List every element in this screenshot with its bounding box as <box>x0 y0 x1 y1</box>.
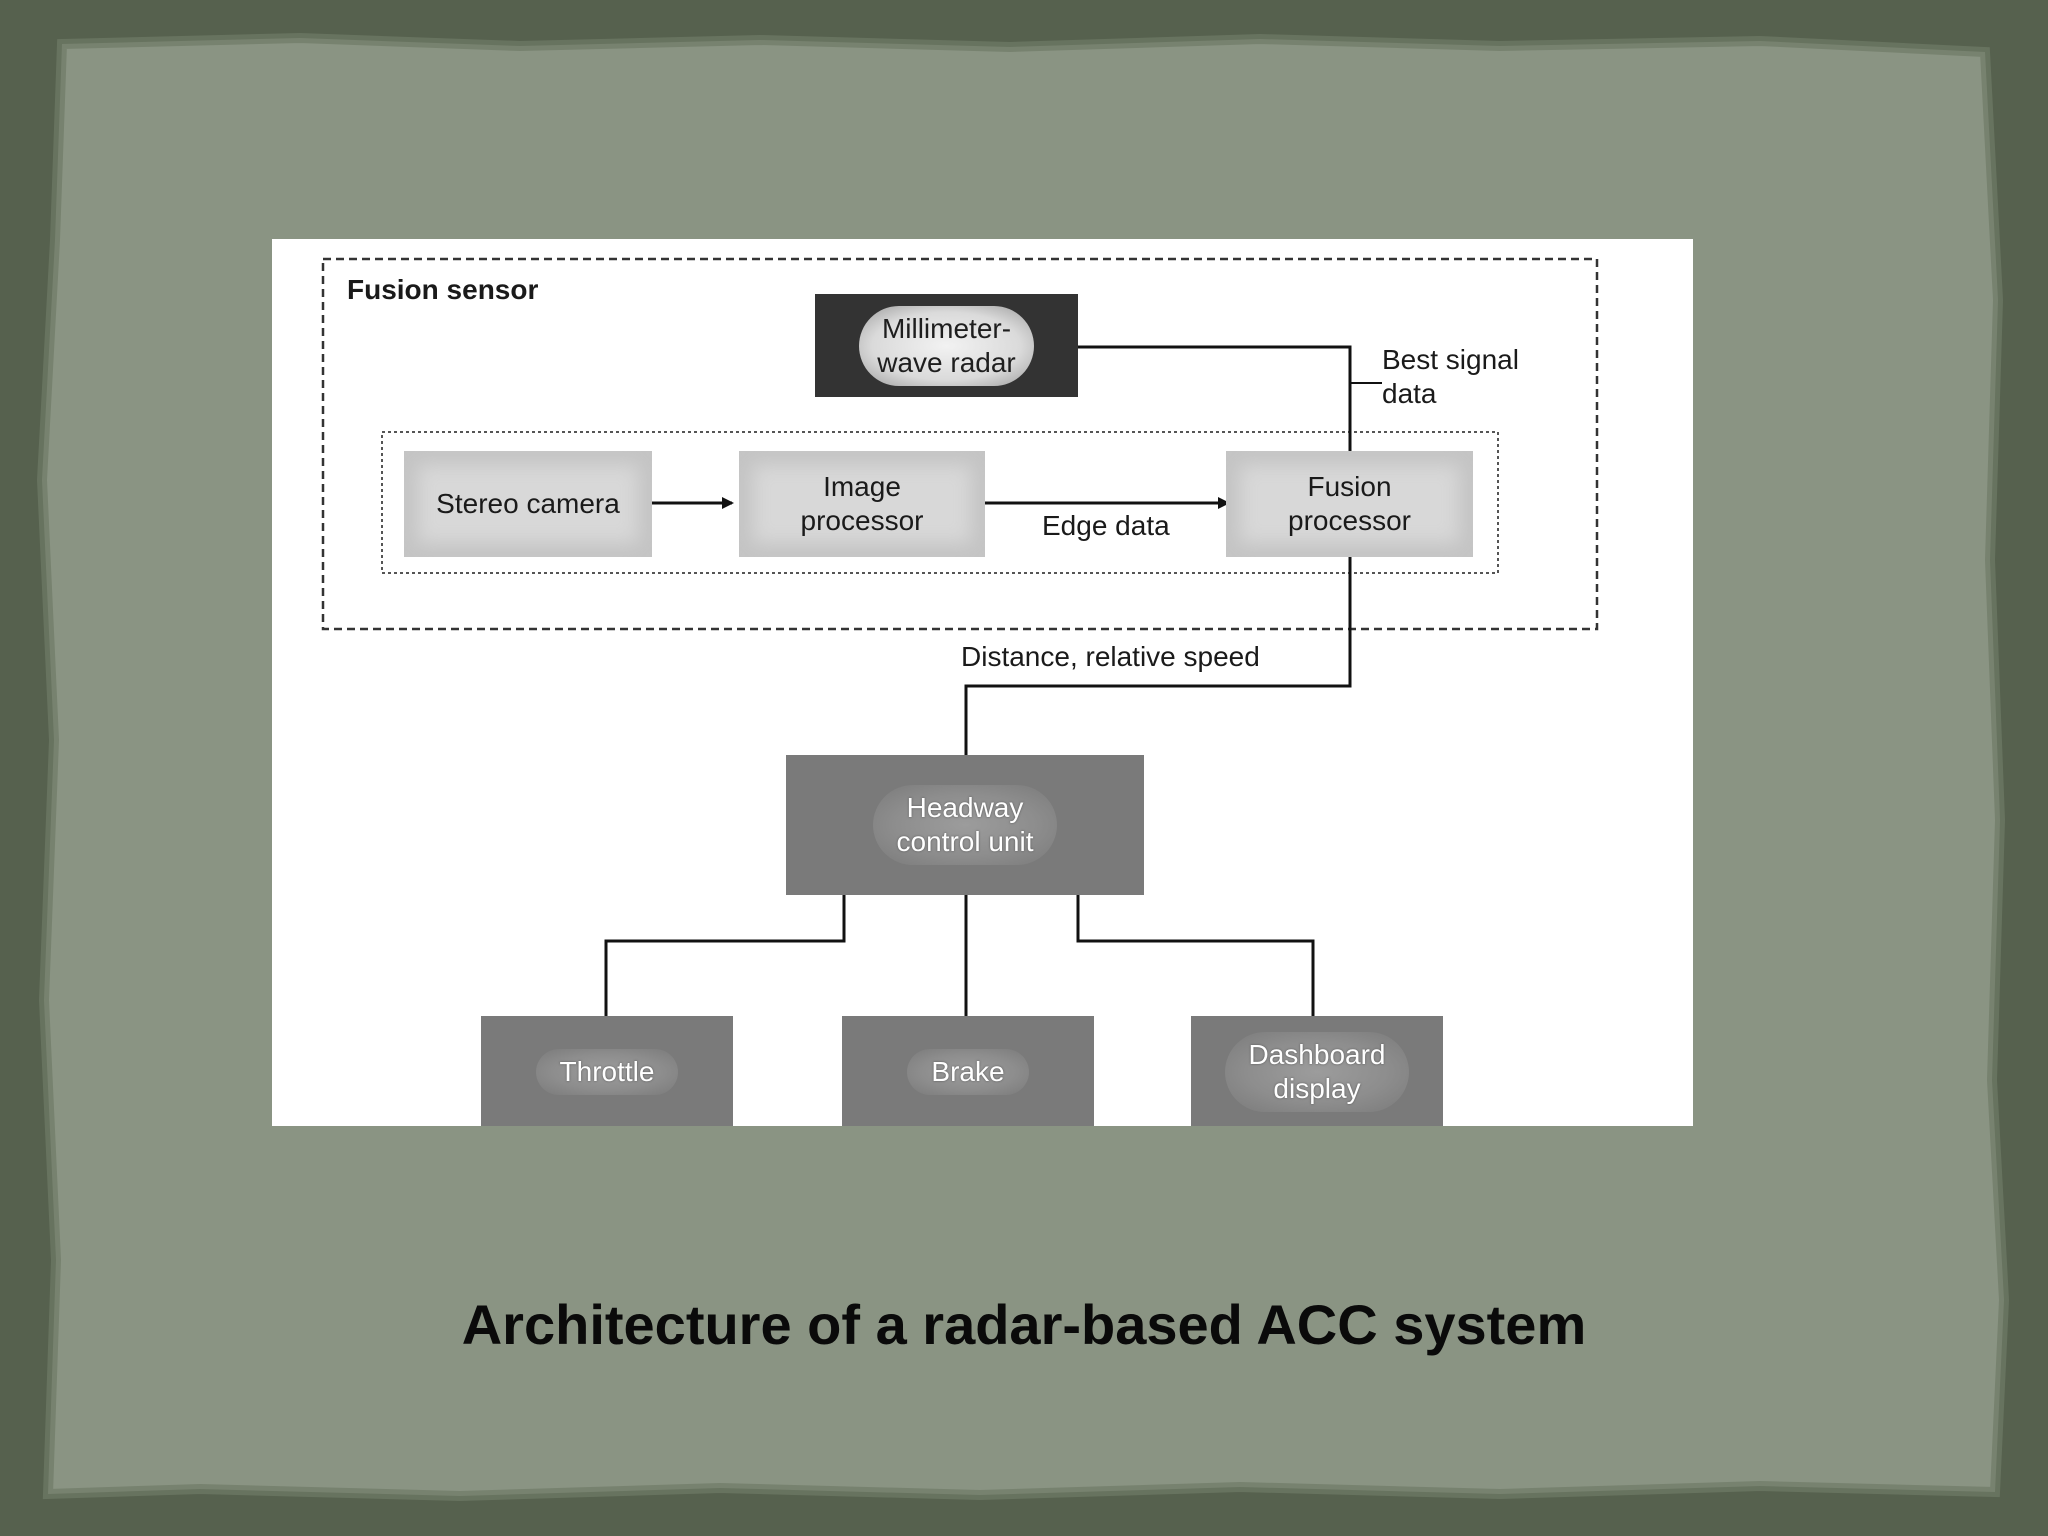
stereo-camera-node: Stereo camera <box>404 451 652 557</box>
radar-node: Millimeter- wave radar <box>815 294 1078 397</box>
edge-fusion-to-headway <box>960 546 1352 790</box>
dashboard-display-node: Dashboard display <box>1191 1016 1443 1126</box>
distance-relative-speed-label: Distance, relative speed <box>961 641 1260 672</box>
edge-headway-to-throttle <box>600 869 846 1045</box>
camera-group-boundary <box>381 431 1499 574</box>
acc-architecture-diagram: Fusion sensor Millimeter- wave radar Bes… <box>272 239 1693 1126</box>
brake-node: Brake <box>842 1016 1094 1126</box>
radar-label: Millimeter- wave radar <box>859 305 1034 386</box>
throttle-label: Throttle <box>535 1049 679 1095</box>
fusion-processor-node: Fusion processor <box>1226 451 1473 557</box>
dashboard-display-label: Dashboard display <box>1224 1032 1410 1112</box>
throttle-node: Throttle <box>481 1016 733 1126</box>
slide-caption: Architecture of a radar-based ACC system <box>461 1293 1587 1356</box>
fusion-sensor-label: Fusion sensor <box>347 274 539 305</box>
image-processor-node: Image processor <box>739 451 985 557</box>
headway-control-unit-node: Headway control unit <box>786 755 1144 895</box>
fusion-sensor-boundary <box>321 257 1599 631</box>
edge-data-label: Edge data <box>1042 510 1170 541</box>
edge-radar-to-fusion <box>1072 345 1356 473</box>
diagram-lines <box>321 257 1599 1045</box>
paper-edge-shade <box>36 32 2010 1502</box>
edge-headway-to-dashboard <box>1076 869 1319 1045</box>
headway-control-unit-label: Headway control unit <box>872 785 1058 865</box>
brake-label: Brake <box>907 1049 1029 1095</box>
best-signal-data-label: Best signal data <box>1382 344 1519 409</box>
